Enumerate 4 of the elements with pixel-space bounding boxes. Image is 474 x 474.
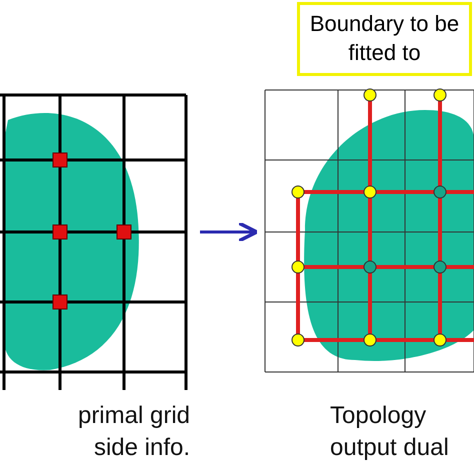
arrow <box>200 221 259 243</box>
caption-text: Topology output dual <box>330 401 450 463</box>
caption-text: primal grid side info. <box>76 401 190 463</box>
note-box: Boundary to be fitted to <box>297 2 472 76</box>
